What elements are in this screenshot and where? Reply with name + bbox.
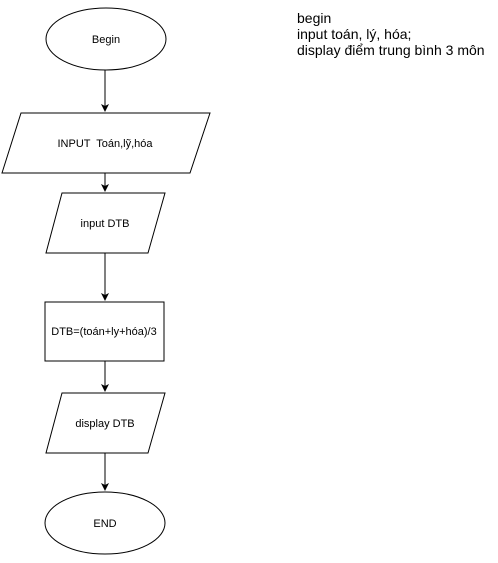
pseudocode-line-input: input toán, lý, hóa;: [297, 26, 412, 42]
pseudocode-note: begin input toán, lý, hóa; display điểm …: [297, 10, 492, 58]
end-label: END: [93, 518, 116, 530]
input-dtb-parallelogram[interactable]: [45, 192, 166, 254]
begin-terminator[interactable]: [45, 7, 167, 71]
display-dtb-label: display DTB: [75, 418, 134, 430]
pseudocode-line-display: display điểm trung bình 3 môn: [297, 42, 485, 58]
compute-dtb-process[interactable]: [44, 301, 165, 362]
begin-label: Begin: [92, 34, 120, 46]
input-dtb-label: input DTB: [81, 218, 130, 230]
pseudocode-line-begin: begin: [297, 10, 332, 26]
input-scores-label: INPUT Toán,lỹ,hóa: [58, 138, 154, 150]
compute-dtb-label: DTB=(toán+ly+hóa)/3: [51, 326, 156, 338]
input-scores-parallelogram[interactable]: [1, 112, 211, 174]
end-terminator[interactable]: [44, 491, 166, 555]
display-dtb-parallelogram[interactable]: [45, 392, 166, 454]
